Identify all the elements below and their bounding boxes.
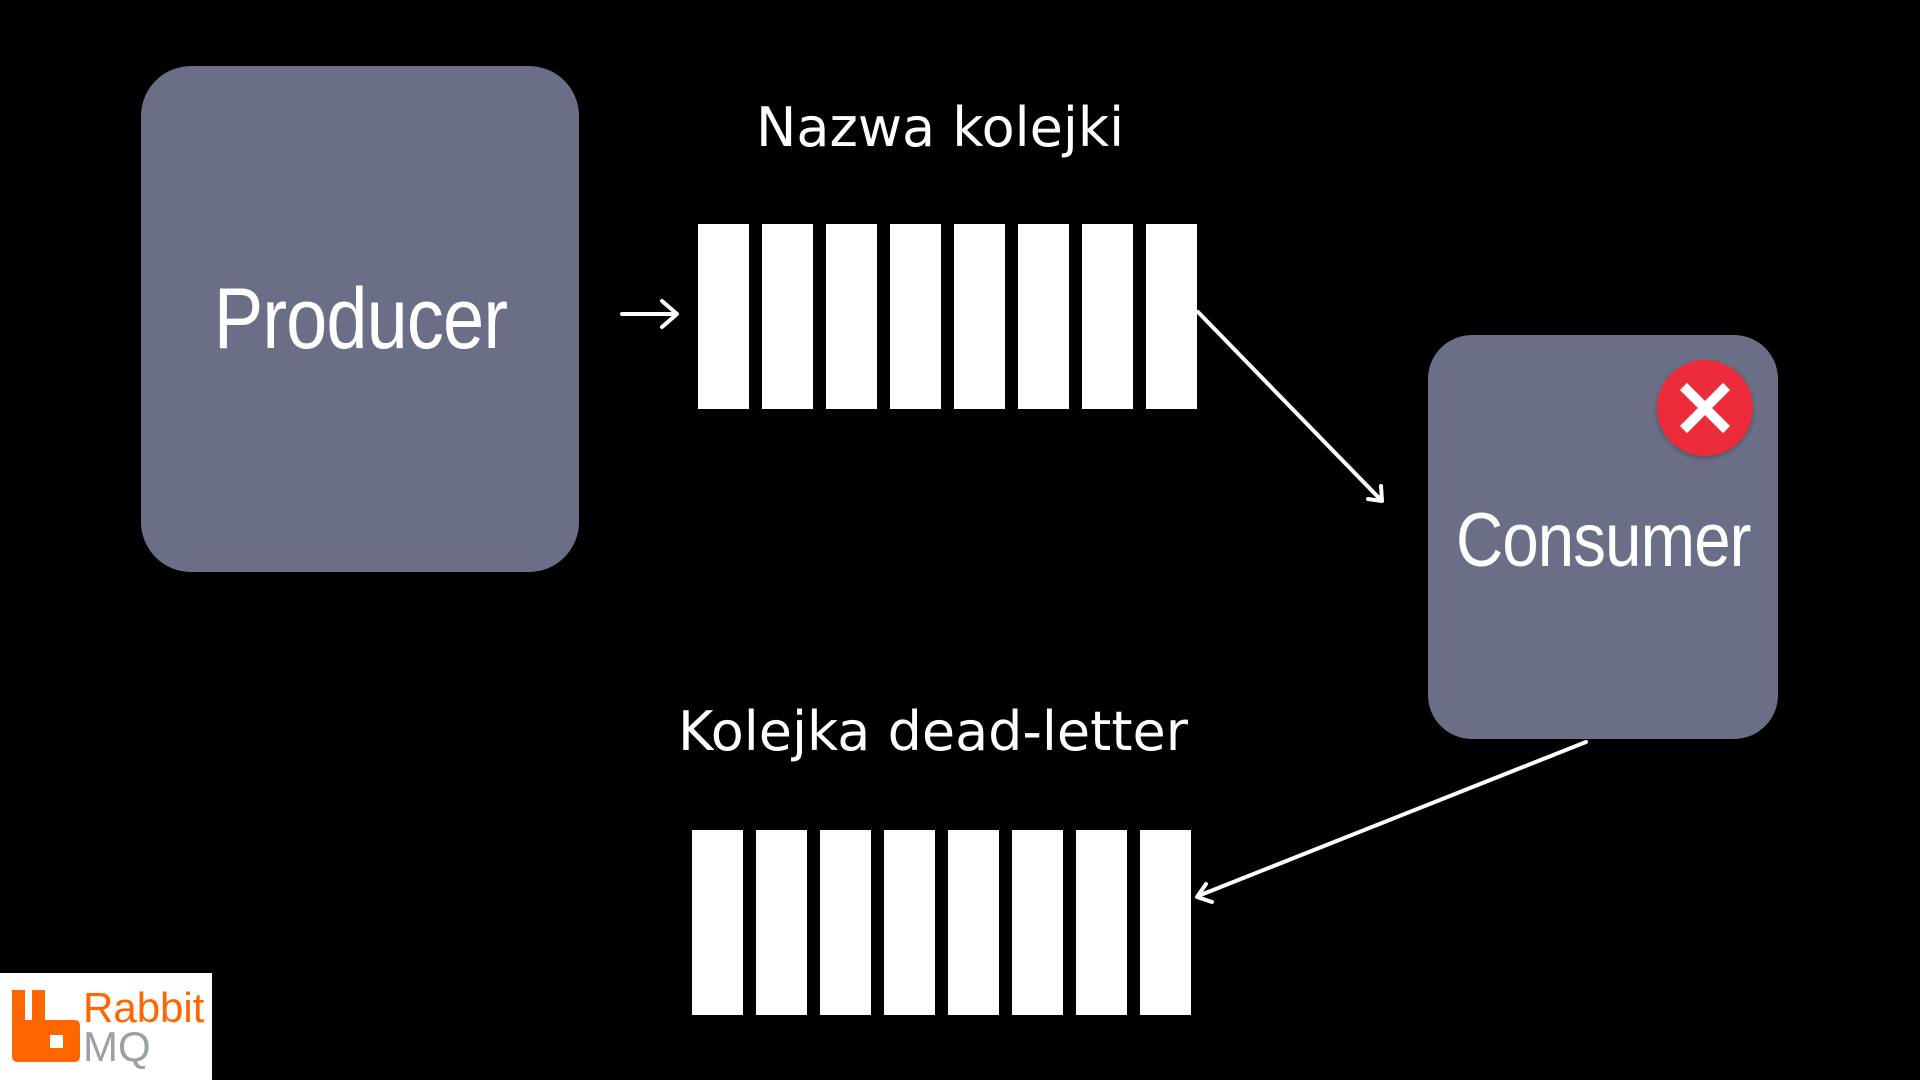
main-queue-slot [698, 224, 749, 409]
dead-letter-queue-slot [1140, 830, 1191, 1015]
producer-node: Producer [141, 66, 579, 572]
dead-letter-queue-slot [884, 830, 935, 1015]
dead-letter-queue-slot [948, 830, 999, 1015]
consumer-node: Consumer [1428, 335, 1778, 739]
main-queue-slot [826, 224, 877, 409]
dead-letter-queue [692, 830, 1191, 1015]
producer-label: Producer [213, 270, 507, 367]
main-queue-slot [1146, 224, 1197, 409]
rabbitmq-logo: Rabbit MQ [0, 973, 212, 1080]
main-queue-title: Nazwa kolejki [756, 96, 1125, 159]
arrow-queue-to-consumer [1196, 310, 1384, 503]
main-queue-slot [1082, 224, 1133, 409]
main-queue-slot [1018, 224, 1069, 409]
logo-text-rabbit: Rabbit [83, 984, 205, 1031]
consumer-label: Consumer [1455, 497, 1751, 583]
dead-letter-queue-slot [820, 830, 871, 1015]
main-queue-slot [890, 224, 941, 409]
arrow-consumer-to-dlq [1195, 740, 1588, 904]
dead-letter-queue-title: Kolejka dead-letter [678, 700, 1188, 763]
dead-letter-queue-slot [1076, 830, 1127, 1015]
error-x-icon [1657, 360, 1753, 456]
arrow-producer-to-queue [620, 299, 679, 329]
dead-letter-queue-slot [756, 830, 807, 1015]
logo-text-mq: MQ [83, 1023, 151, 1070]
main-queue-slot [762, 224, 813, 409]
main-queue [698, 224, 1197, 409]
main-queue-slot [954, 224, 1005, 409]
rabbitmq-logo-icon [12, 990, 80, 1062]
dead-letter-queue-slot [1012, 830, 1063, 1015]
dead-letter-queue-slot [692, 830, 743, 1015]
